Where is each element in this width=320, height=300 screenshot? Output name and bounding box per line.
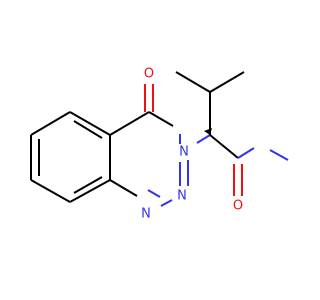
wedge-bond	[204, 128, 212, 135]
triazinone-ring	[109, 84, 189, 207]
ring-nitrogen-2-label: N	[177, 189, 187, 204]
ring-nitrogen-3-label: N	[179, 145, 189, 160]
benzene-ring	[30, 111, 111, 203]
amide-group	[209, 134, 289, 196]
isopropyl-group	[175, 71, 245, 144]
ring-nitrogen-1-label: N	[141, 207, 151, 222]
amide-oxygen-label: O	[233, 199, 243, 214]
chemical-structure-diagram: O N N N O	[30, 67, 289, 222]
carbonyl-oxygen-label: O	[144, 67, 154, 82]
